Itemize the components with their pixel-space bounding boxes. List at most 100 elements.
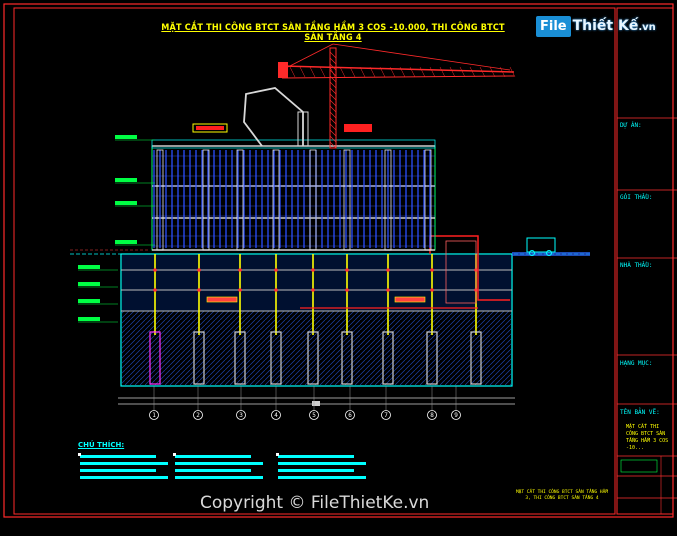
crane-lattice xyxy=(299,66,306,78)
truck-wheel xyxy=(546,250,552,256)
crane-stay xyxy=(332,43,511,71)
post-node xyxy=(430,268,434,272)
post-node xyxy=(153,268,157,272)
post-node xyxy=(274,288,278,292)
crane-lattice xyxy=(499,66,506,78)
tb-ten-ban-ve-value: MẶT CẮT THI CÔNG BTCT SÀN TẦNG HẦM 3 COS… xyxy=(626,424,669,451)
boom-arm xyxy=(243,87,304,147)
building-column xyxy=(343,149,351,251)
crane-lattice xyxy=(319,66,326,78)
axis-label-2: 2 xyxy=(196,412,200,419)
logo-domain: .vn xyxy=(638,22,656,33)
crane-lattice xyxy=(309,66,316,78)
legend-line xyxy=(80,469,156,472)
logo-box-text: File xyxy=(536,15,571,37)
crane-lattice xyxy=(399,66,406,78)
post-node xyxy=(197,268,201,272)
post-node xyxy=(238,288,242,292)
axis-label-8: 8 xyxy=(430,412,434,419)
building-column xyxy=(272,149,280,251)
logo-text: Thiết Kế.vn xyxy=(573,18,656,34)
bored-pile xyxy=(426,331,438,385)
crane-lattice xyxy=(359,66,366,78)
crane-lattice xyxy=(329,117,337,125)
crane-jib-bottom xyxy=(281,75,515,79)
crane-lattice xyxy=(329,111,337,119)
post-node xyxy=(386,268,390,272)
post-node xyxy=(238,268,242,272)
tb-nha-thau: NHÀ THẦU: xyxy=(620,262,653,269)
legend-line xyxy=(278,455,354,458)
post-node xyxy=(311,268,315,272)
soil-hatch xyxy=(122,311,511,385)
crane-lattice xyxy=(389,66,396,78)
bottom-note: MẶT CẮT THI CÔNG BTCT SÀN TẦNG HẦM 3, TH… xyxy=(515,490,609,501)
crane-lattice xyxy=(329,93,337,101)
post-node xyxy=(345,288,349,292)
crane-lattice xyxy=(489,66,496,78)
legend-line xyxy=(278,476,366,479)
building-column xyxy=(236,149,244,251)
crane-lattice xyxy=(329,129,337,137)
crane-lattice xyxy=(379,66,386,78)
roof-outline xyxy=(151,139,436,149)
crane-lattice xyxy=(349,66,356,78)
inner-border xyxy=(13,7,616,515)
axis-bubble xyxy=(427,410,437,420)
building-column xyxy=(309,149,317,251)
strut-box xyxy=(206,296,238,303)
post-node xyxy=(153,288,157,292)
logo-main-text: Thiết Kế xyxy=(572,18,639,34)
legend-marker xyxy=(78,453,81,456)
building-column xyxy=(202,149,210,251)
axis-bubble xyxy=(271,410,281,420)
bored-pile xyxy=(270,331,282,385)
post-node xyxy=(197,288,201,292)
legend-line xyxy=(175,455,251,458)
crane-lattice xyxy=(469,66,476,78)
crane-lattice xyxy=(479,66,486,78)
level-tag xyxy=(115,240,137,244)
legend-marker xyxy=(173,453,176,456)
pump-boom xyxy=(243,87,309,147)
legend-marker xyxy=(276,453,279,456)
axis-label-6: 6 xyxy=(348,412,352,419)
drawing-title: MẶT CẮT THI CÔNG BTCT SÀN TẦNG HẦM 3 COS… xyxy=(161,23,505,43)
legend-line xyxy=(175,469,251,472)
level-tag xyxy=(115,201,137,205)
crane-lattice xyxy=(329,81,337,89)
axis-label-9: 9 xyxy=(454,412,458,419)
boom-mast xyxy=(297,111,309,147)
bored-pile xyxy=(307,331,319,385)
crane-lattice xyxy=(329,66,336,78)
axis-label-1: 1 xyxy=(152,412,156,419)
crane-lattice xyxy=(329,99,337,107)
tb-hang-muc: HẠNG MỤC: xyxy=(620,360,653,367)
legend-line xyxy=(80,462,168,465)
crane-lattice xyxy=(329,141,337,149)
level-tag xyxy=(78,265,100,269)
tb-ten-ban-ve: TÊN BẢN VẼ: xyxy=(620,409,660,416)
basement-section xyxy=(70,235,590,387)
crane-lattice xyxy=(439,66,446,78)
crane-lattice xyxy=(329,105,337,113)
axis-bubble xyxy=(149,410,159,420)
crane-counterweight xyxy=(278,62,288,78)
axis-bubble xyxy=(236,410,246,420)
legend-line xyxy=(278,469,354,472)
legend xyxy=(78,453,366,479)
site-cabin xyxy=(344,124,372,132)
axis-bubble xyxy=(193,410,203,420)
level-tag xyxy=(115,178,137,182)
tower-crane xyxy=(278,43,516,149)
level-tag xyxy=(78,282,100,286)
site-sign xyxy=(192,123,228,133)
crane-lattice xyxy=(369,66,376,78)
concrete-truck xyxy=(526,237,556,253)
crane-lattice xyxy=(339,66,346,78)
crane-lattice xyxy=(459,66,466,78)
level-tag xyxy=(78,299,100,303)
